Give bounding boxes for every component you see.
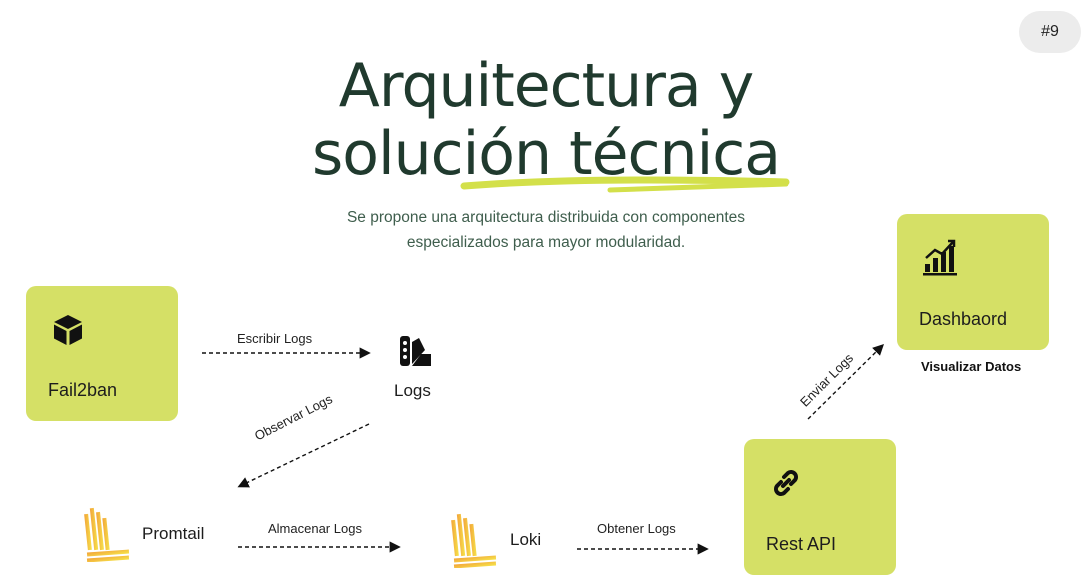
edge-enviar	[807, 344, 884, 420]
dashboard-label: Dashbaord	[919, 309, 1008, 329]
swatches-icon	[400, 336, 431, 366]
edge-label-escribir: Escribir Logs	[237, 331, 313, 346]
loki-logo-icon	[451, 513, 497, 568]
fail2ban-label: Fail2ban	[48, 380, 118, 400]
title-line-1: Arquitectura y	[338, 51, 754, 121]
link-icon	[774, 470, 798, 496]
dashboard-card: Dashbaord	[897, 214, 1049, 350]
fail2ban-card: Fail2ban	[26, 286, 178, 421]
edge-label-obtener: Obtener Logs	[597, 521, 676, 536]
title-underline	[460, 176, 790, 193]
promtail-label: Promtail	[142, 524, 205, 543]
slide-number-badge: #9	[1019, 11, 1081, 53]
slide-number: #9	[1041, 23, 1059, 40]
dashboard-caption: Visualizar Datos	[921, 359, 1022, 374]
subtitle: Se propone una arquitectura distribuida …	[290, 205, 802, 255]
loki-logo-icon	[84, 507, 130, 562]
edge-observar	[237, 423, 370, 488]
rest-api-label: Rest API	[766, 534, 837, 554]
rest-api-card: Rest API	[744, 439, 896, 575]
cube-icon	[54, 315, 82, 345]
loki-label: Loki	[510, 530, 542, 549]
bar-chart-icon	[923, 239, 957, 276]
subtitle-line-2: especializados para mayor modularidad.	[406, 234, 686, 251]
title-line-2: solución técnica	[311, 119, 781, 189]
subtitle-line-1: Se propone una arquitectura distribuida …	[346, 209, 746, 226]
logs-label: Logs	[394, 381, 431, 400]
edge-label-almacenar: Almacenar Logs	[268, 521, 362, 536]
